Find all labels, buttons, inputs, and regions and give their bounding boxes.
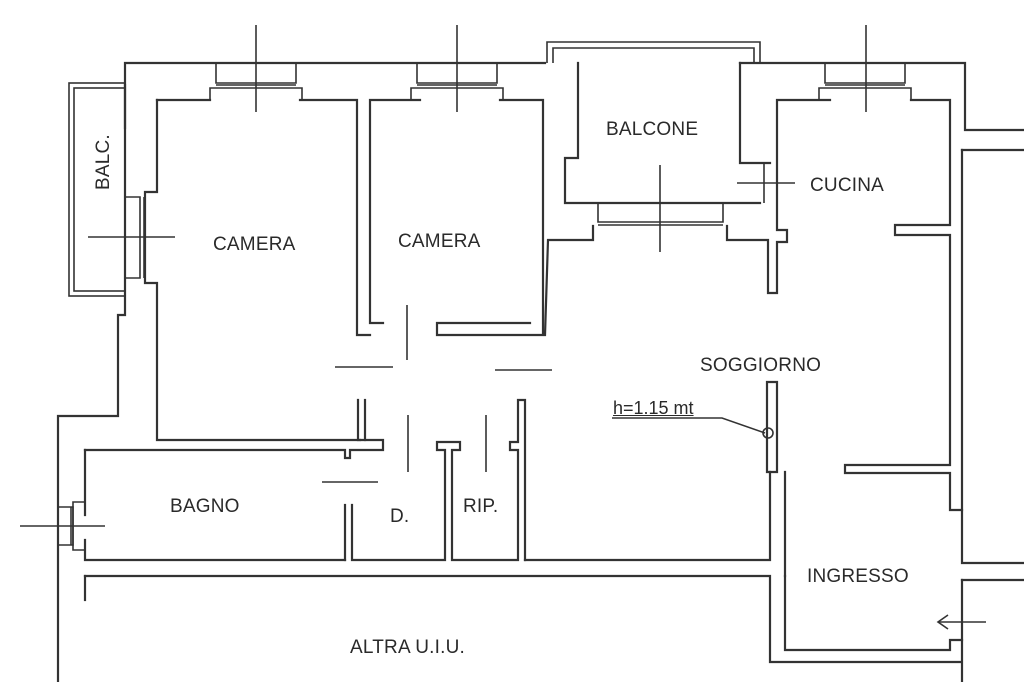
camera-1-walls <box>143 98 545 442</box>
corridor-walls <box>83 305 552 562</box>
window-camera-2 <box>410 25 504 112</box>
room-label-balcone: BALCONE <box>606 119 699 140</box>
side-balcony <box>68 82 126 297</box>
height-note: h=1.15 mt <box>613 398 694 418</box>
room-label-cucina: CUCINA <box>810 175 885 196</box>
room-label-balc: BALC. <box>93 134 114 190</box>
window-bagno <box>20 501 105 551</box>
room-label-altra-uiu: ALTRA U.I.U. <box>350 637 466 658</box>
room-label-camera-2: CAMERA <box>398 231 481 252</box>
room-label-ingresso: INGRESSO <box>807 566 909 587</box>
room-label-soggiorno: SOGGIORNO <box>700 355 822 376</box>
room-label-camera-1: CAMERA <box>213 234 296 255</box>
balcone-walls <box>543 41 832 337</box>
room-label-ripostiglio: RIP. <box>463 496 499 517</box>
exterior-walls <box>56 61 1024 682</box>
height-note-leader <box>612 417 774 439</box>
room-label-bagno: BAGNO <box>170 496 240 517</box>
window-camera-1 <box>209 25 303 112</box>
cucina-soggiorno-walls <box>523 98 964 578</box>
entrance-arrow-icon <box>936 614 986 630</box>
room-label-disimpegno: D. <box>390 506 410 527</box>
window-camera-1-side <box>88 196 175 279</box>
window-cucina <box>818 25 912 112</box>
